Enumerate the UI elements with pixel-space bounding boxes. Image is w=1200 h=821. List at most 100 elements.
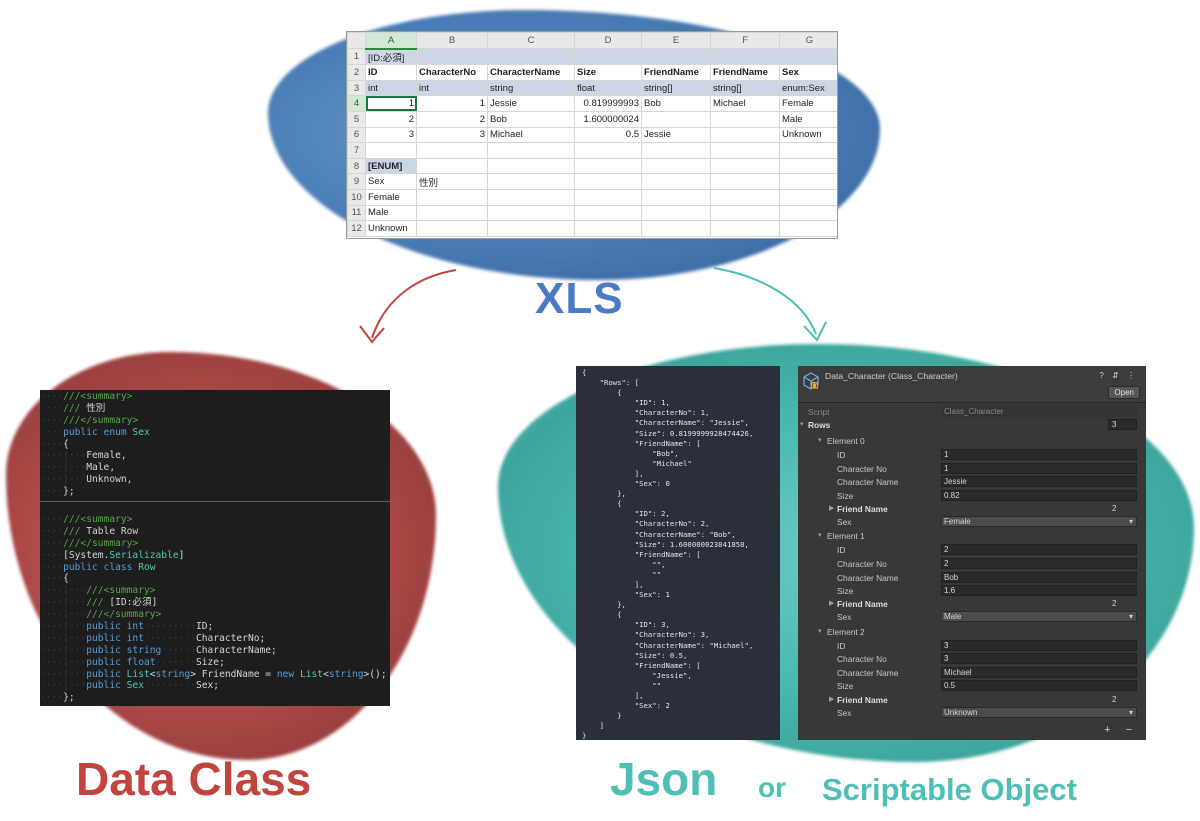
cell[interactable] <box>779 142 837 159</box>
cell[interactable] <box>365 142 417 159</box>
cell[interactable] <box>487 188 575 206</box>
row-header[interactable]: 1 <box>347 48 366 66</box>
cell[interactable] <box>641 220 711 237</box>
column-header[interactable]: G <box>779 32 837 50</box>
cell[interactable] <box>416 204 488 222</box>
character-name-field[interactable]: Michael <box>941 666 1137 678</box>
cell[interactable]: Jessie <box>641 126 711 144</box>
friend-name-count-field[interactable]: 2 <box>1112 694 1117 704</box>
cell[interactable]: Male <box>779 110 837 128</box>
cell[interactable] <box>779 188 837 206</box>
row-header[interactable]: 5 <box>347 110 366 128</box>
rows-count-field[interactable]: 3 <box>1108 419 1137 430</box>
cell[interactable]: float <box>574 79 642 97</box>
friend-name-count-field[interactable]: 2 <box>1112 504 1117 513</box>
row-header[interactable]: 12 <box>347 220 366 237</box>
cell[interactable] <box>416 142 488 159</box>
expand-arrow-icon[interactable]: ▾ <box>818 627 822 635</box>
character-no-field[interactable]: 1 <box>941 462 1137 474</box>
column-header[interactable]: B <box>416 32 488 50</box>
cell[interactable]: Female <box>779 95 837 112</box>
cell[interactable]: 2 <box>416 110 488 128</box>
column-header[interactable]: F <box>710 32 780 50</box>
open-button[interactable]: Open <box>1108 386 1140 399</box>
cell[interactable] <box>487 204 575 222</box>
cell[interactable]: Unknown <box>779 126 837 144</box>
cell[interactable] <box>710 157 780 175</box>
cell[interactable] <box>641 173 711 190</box>
cell[interactable] <box>779 220 837 237</box>
cell[interactable] <box>487 48 575 66</box>
cell[interactable] <box>487 220 575 237</box>
cell[interactable] <box>574 173 642 190</box>
id-field[interactable]: 3 <box>941 639 1137 651</box>
cell[interactable] <box>487 173 575 190</box>
cell[interactable]: Size <box>574 64 642 81</box>
size-field[interactable]: 1.6 <box>941 585 1137 597</box>
cell[interactable]: 0.5 <box>574 126 642 144</box>
cell[interactable] <box>710 220 780 237</box>
cell[interactable]: string <box>487 79 575 97</box>
cell[interactable] <box>641 142 711 159</box>
character-no-field[interactable]: 3 <box>941 653 1137 665</box>
cell[interactable]: 2 <box>365 110 417 128</box>
character-name-field[interactable]: Jessie <box>941 476 1137 488</box>
cell[interactable]: FriendName <box>710 64 780 81</box>
character-no-field[interactable]: 2 <box>941 557 1137 569</box>
cell[interactable] <box>779 173 837 190</box>
cell[interactable] <box>574 188 642 206</box>
row-header[interactable]: 8 <box>347 157 366 175</box>
row-header[interactable]: 3 <box>347 79 366 97</box>
column-header[interactable]: A <box>365 32 417 50</box>
size-field[interactable]: 0.82 <box>941 489 1137 501</box>
cell[interactable]: 3 <box>365 126 417 144</box>
list-add-remove-buttons[interactable]: + − <box>1104 724 1138 736</box>
cell[interactable] <box>641 110 711 128</box>
sex-dropdown[interactable]: Male <box>941 611 1137 623</box>
cell[interactable] <box>641 204 711 222</box>
character-name-field[interactable]: Bob <box>941 571 1137 583</box>
cell[interactable] <box>641 157 711 175</box>
sex-dropdown[interactable]: Female <box>941 516 1137 527</box>
cell[interactable] <box>779 204 837 222</box>
element-label[interactable]: Element 0 <box>827 436 865 446</box>
cell[interactable] <box>574 204 642 222</box>
column-header[interactable]: E <box>641 32 711 50</box>
row-header[interactable]: 10 <box>347 188 366 206</box>
row-header[interactable]: 4 <box>347 95 366 112</box>
cell[interactable]: Unknown <box>365 220 417 237</box>
expand-arrow-icon[interactable]: ▾ <box>818 532 822 540</box>
column-header[interactable]: D <box>574 32 642 50</box>
cell[interactable] <box>779 157 837 175</box>
sex-dropdown[interactable]: Unknown <box>941 706 1137 718</box>
cell[interactable]: 1.600000024 <box>574 110 642 128</box>
friend-name-count-field[interactable]: 2 <box>1112 599 1117 609</box>
row-header[interactable]: 9 <box>347 173 366 190</box>
cell[interactable]: 3 <box>416 126 488 144</box>
cell[interactable]: [ID:必須] <box>365 48 417 66</box>
cell[interactable] <box>416 157 488 175</box>
row-header[interactable]: 6 <box>347 126 366 144</box>
row-header[interactable]: 7 <box>347 142 366 159</box>
cell[interactable]: Female <box>365 188 417 206</box>
collapsed-arrow-icon[interactable]: ▶ <box>829 695 835 703</box>
cell[interactable]: string[] <box>641 79 711 97</box>
cell[interactable]: Sex <box>365 173 417 190</box>
cell[interactable]: 1 <box>416 95 488 112</box>
row-header[interactable]: 11 <box>347 204 366 222</box>
cell[interactable] <box>710 142 780 159</box>
collapsed-arrow-icon[interactable]: ▶ <box>829 600 835 608</box>
cell[interactable] <box>641 188 711 206</box>
id-field[interactable]: 2 <box>941 544 1137 556</box>
cell[interactable]: Jessie <box>487 95 575 112</box>
cell[interactable] <box>779 48 837 66</box>
cell[interactable] <box>710 126 780 144</box>
cell[interactable] <box>710 204 780 222</box>
collapsed-arrow-icon[interactable]: ▶ <box>829 505 835 512</box>
cell[interactable] <box>487 157 575 175</box>
cell[interactable]: 0.819999993 <box>574 95 642 112</box>
element-label[interactable]: Element 1 <box>827 531 865 542</box>
cell[interactable]: int <box>365 79 417 97</box>
cell[interactable]: Male <box>365 204 417 222</box>
cell[interactable]: FriendName <box>641 64 711 81</box>
